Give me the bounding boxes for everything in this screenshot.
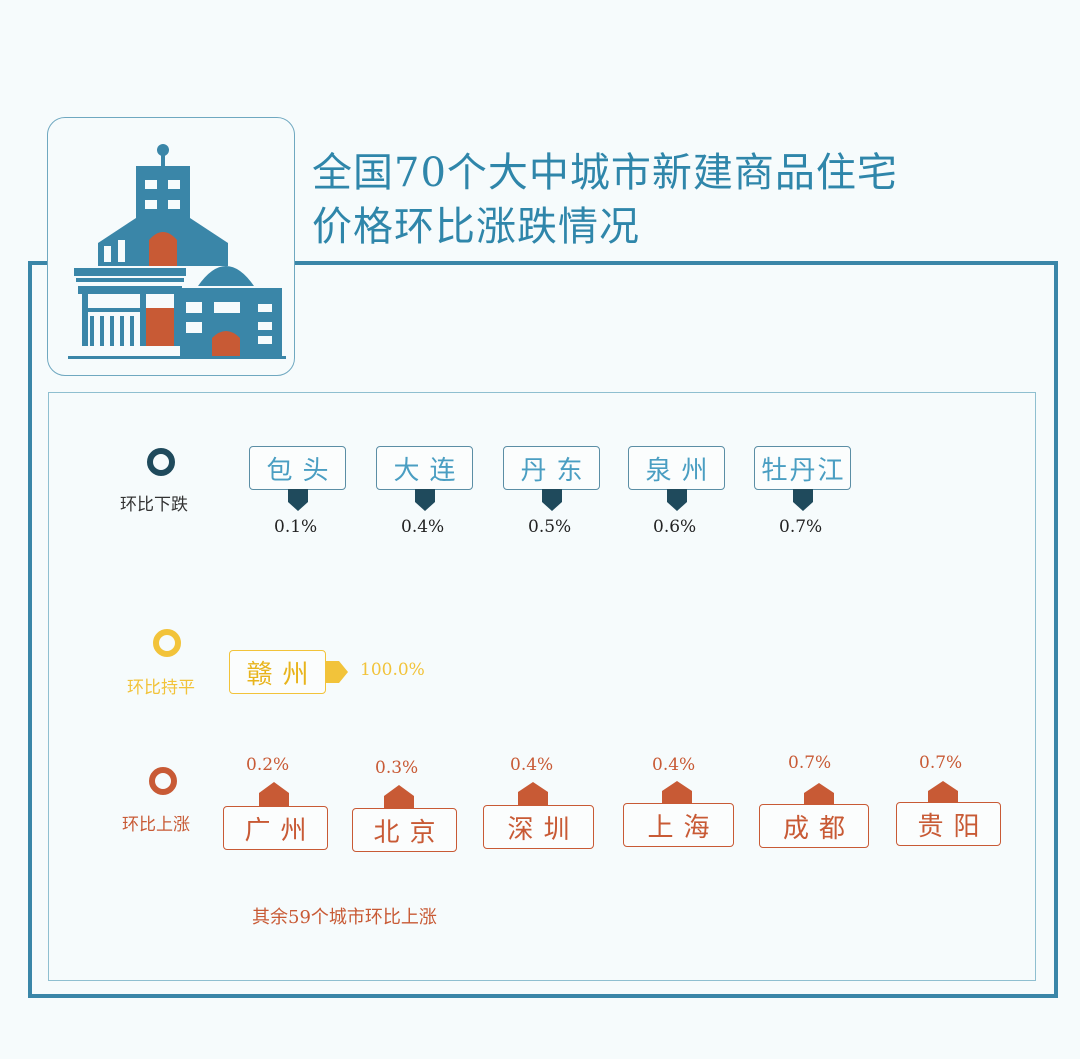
change-value: 0.7% (919, 753, 963, 773)
outer-frame (28, 261, 1058, 998)
page-title-line-1: 全国70个大中城市新建商品住宅 (312, 150, 898, 196)
city-name: 大连 (376, 446, 473, 490)
city-name: 丹东 (503, 446, 600, 490)
city-name: 牡丹江 (754, 446, 851, 490)
city-item: 赣州 100.0% (229, 650, 425, 694)
building-illustration-icon (68, 144, 286, 359)
down-arrow-icon (793, 489, 813, 511)
change-value: 0.7% (779, 517, 823, 537)
up-category-icon (149, 767, 177, 795)
change-value: 0.1% (274, 517, 318, 537)
down-arrow-icon (415, 489, 435, 511)
change-value: 0.6% (653, 517, 697, 537)
building-illustration-card (47, 117, 295, 376)
house-icon (662, 781, 692, 804)
change-value: 0.4% (652, 755, 696, 775)
city-name: 包头 (249, 446, 346, 490)
change-value: 0.5% (528, 517, 572, 537)
house-icon (259, 782, 289, 807)
down-arrow-icon (542, 489, 562, 511)
city-name: 上海 (623, 803, 734, 847)
city-item: 牡丹江 0.7% (754, 446, 851, 537)
flat-category-icon (153, 629, 181, 657)
up-category-label: 环比上涨 (122, 815, 190, 835)
change-value: 0.2% (246, 755, 290, 775)
city-name: 赣州 (229, 650, 326, 694)
house-icon (804, 783, 834, 806)
down-arrow-icon (288, 489, 308, 511)
city-name: 广州 (223, 806, 328, 850)
flat-category-label: 环比持平 (127, 678, 195, 698)
city-name: 贵阳 (896, 802, 1001, 846)
city-name: 成都 (759, 804, 869, 848)
house-icon (928, 781, 958, 804)
down-category-icon (147, 448, 175, 476)
house-icon (518, 782, 548, 805)
change-value: 0.4% (401, 517, 445, 537)
city-item: 包头 0.1% (249, 446, 346, 537)
city-name: 深圳 (483, 805, 594, 849)
down-arrow-icon (667, 489, 687, 511)
change-value: 0.4% (510, 755, 554, 775)
city-item: 丹东 0.5% (503, 446, 600, 537)
down-category-label: 环比下跌 (120, 495, 188, 515)
inner-frame (48, 392, 1036, 981)
remaining-cities-note: 其余59个城市环比上涨 (252, 907, 437, 928)
change-value: 0.7% (788, 753, 832, 773)
house-icon (384, 785, 414, 810)
city-name: 北京 (352, 808, 457, 852)
city-item: 泉州 0.6% (628, 446, 725, 537)
city-item: 大连 0.4% (376, 446, 473, 537)
city-name: 泉州 (628, 446, 725, 490)
page-title-line-2: 价格环比涨跌情况 (312, 204, 640, 250)
right-arrow-icon (326, 661, 348, 683)
change-value: 100.0% (360, 660, 425, 680)
change-value: 0.3% (375, 758, 419, 778)
